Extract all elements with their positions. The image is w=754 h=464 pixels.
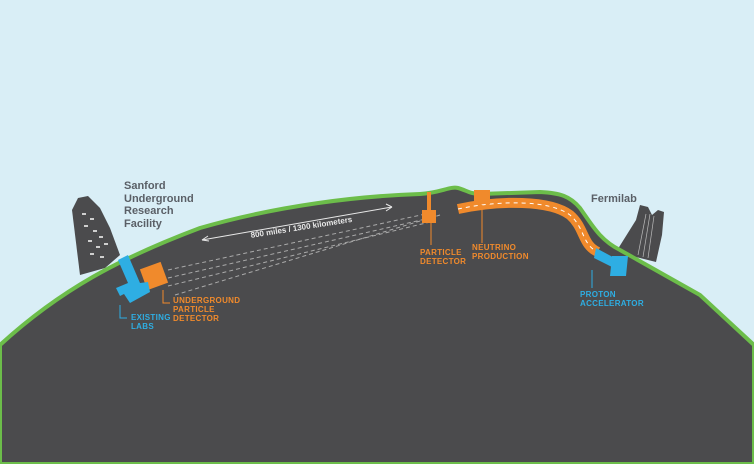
neutrino-beam [167, 212, 441, 296]
neutrino-production-building [474, 190, 490, 204]
label-line: DETECTOR [173, 314, 220, 324]
label-line: ACCELERATOR [580, 299, 644, 309]
sanford-line: Underground [124, 192, 194, 205]
label-line: PARTICLE [420, 248, 462, 257]
particle-detector-label: PARTICLE DETECTOR [420, 248, 466, 266]
sanford-line: Research [124, 205, 174, 218]
near-particle-detector [422, 210, 436, 223]
sanford-building [72, 196, 120, 275]
sanford-line: Facility [124, 217, 162, 230]
neutrino-production-label: NEUTRINO PRODUCTION [472, 243, 529, 261]
label-line: PROTON [580, 290, 616, 299]
fermilab-building [616, 205, 664, 262]
leader-labs [119, 305, 127, 319]
existing-labs [116, 255, 150, 303]
fermilab-label: Fermilab [591, 193, 637, 205]
fermilab-lines [637, 213, 655, 259]
proton-accelerator [594, 248, 628, 276]
label-line: EXISTING [131, 313, 171, 322]
proton-accelerator-label: PROTON ACCELERATOR [580, 290, 644, 308]
tunnel-dashes [457, 202, 599, 253]
sanford-windows [82, 213, 108, 258]
label-line: LABS [131, 322, 154, 332]
leader-underground [162, 290, 170, 304]
near-detector-shaft [427, 192, 431, 210]
label-line: NEUTRINO [472, 243, 517, 252]
label-line: UNDERGROUND [173, 296, 241, 305]
earth-ground [0, 185, 754, 464]
underground-detector-label: UNDERGROUND PARTICLE DETECTOR [173, 296, 240, 324]
existing-labs-label: EXISTING LABS [131, 313, 171, 331]
label-line: PARTICLE [173, 305, 215, 315]
label-line: PRODUCTION [472, 252, 529, 262]
sanford-line: Sanford [124, 180, 166, 192]
label-line: DETECTOR [420, 257, 467, 267]
distance-arrow [201, 203, 393, 242]
sanford-label: Sanford Underground Research Facility [124, 180, 194, 231]
